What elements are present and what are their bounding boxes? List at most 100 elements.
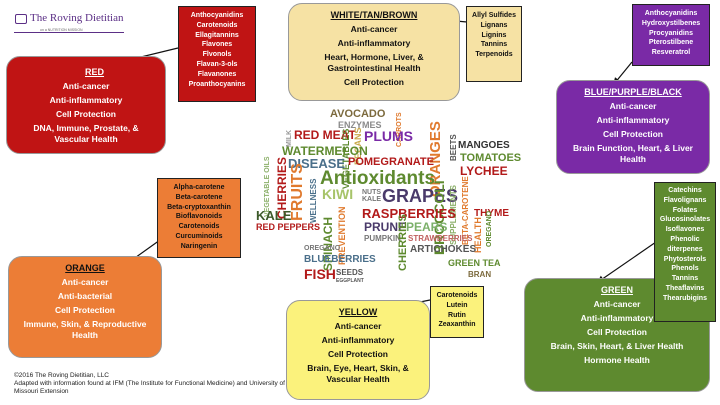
orange-nutrient: Alpha-carotene	[173, 184, 225, 191]
blue-title: BLUE/PURPLE/BLACK	[584, 87, 682, 97]
green-title: GREEN	[600, 285, 633, 295]
cloud-word: PUMPKIN	[364, 234, 401, 243]
blue-benefit: Anti-cancer	[609, 101, 657, 111]
green-benefit: Brain, Skin, Heart, & Liver Health	[550, 341, 684, 351]
cloud-word: WELLNESS	[309, 178, 318, 223]
blue-benefit: Anti-inflammatory	[596, 115, 670, 125]
red-nutrient: Anthocyanidins	[190, 12, 244, 19]
cloud-word: OREGANO	[486, 210, 493, 247]
cloud-word: Antioxidants	[320, 168, 436, 189]
cloud-word: RED PEPPERS	[256, 222, 321, 232]
orange-nutrient: Beta-carotene	[175, 193, 223, 201]
white-nutrient: Terpenoids	[475, 51, 513, 59]
cloud-word: FRUITS	[289, 163, 306, 221]
cloud-word: LYCHEE	[460, 164, 508, 178]
green-benefit: Anti-cancer	[593, 299, 641, 309]
green-nutrient: Folates	[672, 206, 698, 214]
yellow-title: YELLOW	[338, 307, 378, 317]
cloud-word: BLUEBERRIES	[304, 254, 376, 265]
yellow-benefit: Anti-cancer	[334, 321, 382, 331]
cloud-word: KIWI	[322, 186, 354, 202]
cloud-word: MANGOES	[458, 140, 510, 151]
cloud-word: NUTS	[362, 189, 382, 196]
logo: The Roving Dietitian on a NUTRITION MISS…	[12, 8, 132, 36]
cloud-word: FISH	[304, 266, 336, 282]
orange-benefit: Anti-bacterial	[57, 291, 113, 301]
orange-nutrient: Beta-cryptoxanthin	[167, 203, 231, 211]
cloud-word: PRUNE	[364, 220, 407, 234]
blue-box: BLUE/PURPLE/BLACK Anti-cancer Anti-infla…	[556, 80, 710, 174]
cloud-word: BEETS	[449, 134, 458, 161]
red-benefit: Cell Protection	[56, 109, 116, 119]
cloud-word: EGGPLANT	[336, 278, 364, 284]
cloud-word: RED MEAT	[294, 128, 356, 142]
cloud-word: ENZYMES	[338, 120, 382, 130]
orange-nutrients: Alpha-carotene Beta-carotene Beta-crypto…	[157, 178, 241, 258]
white-benefit: Cell Protection	[344, 77, 404, 87]
white-nutrient: Tannins	[480, 41, 508, 49]
cloud-word: PLUMS	[364, 128, 413, 144]
blue-nutrient: Anthocyanidins	[644, 10, 698, 17]
cloud-word: KALE	[362, 196, 382, 203]
blue-nutrients: Anthocyanidins Hydroxystilbenes Procyani…	[632, 4, 710, 66]
white-box: WHITE/TAN/BROWN Anti-cancer Anti-inflamm…	[288, 3, 460, 101]
red-nutrient: Ellagitannins	[195, 31, 239, 39]
green-nutrient: Isoflavones	[665, 226, 705, 234]
copyright-text: ©2016 The Roving Dietitian, LLC	[14, 372, 110, 379]
footer: ©2016 The Roving Dietitian, LLC Adapted …	[14, 372, 304, 396]
cloud-word: STRAWBERRIES	[408, 234, 473, 243]
logo-title: The Roving Dietitian	[30, 12, 124, 24]
yellow-benefit: Cell Protection	[328, 349, 388, 359]
blue-benefit: Brain Function, Heart, & Liver Health	[573, 143, 693, 164]
cloud-word: WATERMELON	[282, 144, 368, 158]
green-nutrient: Phenols	[671, 265, 699, 273]
cloud-word: DISEASE	[288, 156, 346, 171]
white-nutrients: Allyl Sulfides Lignans Lignins Tannins T…	[466, 6, 522, 82]
bus-icon	[15, 14, 27, 24]
yellow-nutrients: Carotenoids Lutein Rutin Zeaxanthin	[430, 286, 484, 338]
source-text: Adapted with information found at IFM (T…	[14, 380, 285, 395]
white-nutrient: Lignins	[481, 31, 507, 39]
green-nutrient: Glucosinolates	[659, 216, 711, 224]
logo-divider	[14, 32, 124, 33]
white-benefit: Anti-cancer	[350, 24, 398, 34]
blue-nutrient: Resveratrol	[651, 49, 691, 57]
blue-nutrient: Pterostilbene	[648, 39, 694, 47]
red-benefit: DNA, Immune, Prostate, & Vascular Health	[33, 123, 139, 144]
green-nutrient: Flavolignans	[663, 196, 707, 204]
white-nutrient: Allyl Sulfides	[472, 12, 516, 19]
red-benefit: Anti-cancer	[62, 81, 110, 91]
green-nutrient: Tannins	[671, 275, 699, 283]
red-nutrient: Flavanones	[197, 70, 237, 78]
orange-box: ORANGE Anti-cancer Anti-bacterial Cell P…	[8, 256, 162, 358]
cloud-word: RASPBERRIES	[362, 206, 456, 221]
blue-nutrient: Hydroxystilbenes	[641, 19, 701, 27]
yellow-nutrient: Carotenoids	[436, 292, 478, 299]
green-nutrient: Phenolic diterpenes	[667, 235, 703, 253]
red-title: RED	[85, 67, 105, 77]
green-nutrient: Thearubigins	[663, 294, 707, 302]
white-benefit: Heart, Hormone, Liver, & Gastrointestina…	[324, 52, 424, 73]
orange-nutrient: Bioflavonoids	[175, 213, 223, 221]
orange-benefit: Anti-cancer	[61, 277, 109, 287]
red-nutrients: Anthocyanidins Carotenoids Ellagitannins…	[178, 6, 256, 102]
cloud-word: ARTICHOKES	[410, 244, 477, 255]
blue-nutrient: Procyanidins	[649, 29, 693, 37]
green-nutrient: Phytosterols	[663, 255, 707, 263]
cloud-word: PEARS	[406, 220, 448, 234]
yellow-nutrient: Zeaxanthin	[438, 321, 476, 329]
cloud-word: POMEGRANATE	[348, 156, 434, 168]
orange-nutrient: Curcuminoids	[175, 232, 223, 240]
green-arrow	[597, 241, 657, 283]
orange-title: ORANGE	[65, 263, 105, 273]
cloud-word: OREGANO	[304, 245, 341, 252]
cloud-word: BRAN	[468, 270, 492, 279]
red-nutrient: Carotenoids	[196, 21, 238, 29]
orange-benefit: Immune, Skin, & Reproductive Health	[23, 319, 147, 340]
red-nutrient: Flvonols	[202, 51, 232, 59]
white-benefit: Anti-inflammatory	[337, 38, 411, 48]
cloud-word: GREEN TEA	[448, 258, 501, 268]
cloud-word: KALE	[256, 208, 292, 223]
green-nutrients: Catechins Flavolignans Folates Glucosino…	[654, 182, 716, 322]
cloud-word: GRAPES	[382, 186, 459, 206]
